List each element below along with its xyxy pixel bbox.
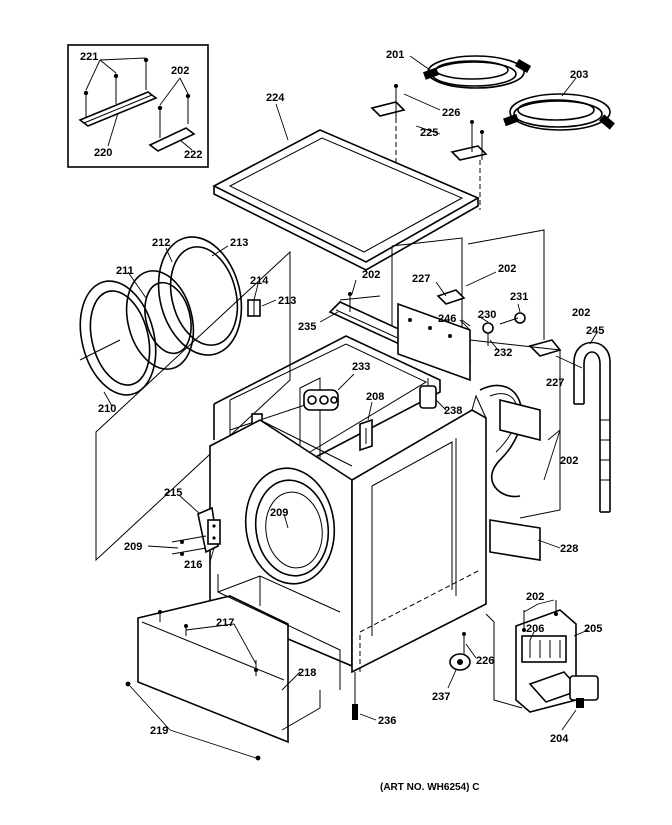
inset-box [67,44,209,168]
label-224: 224 [266,92,285,104]
label-211: 211 [116,265,134,277]
label-232: 232 [494,347,512,359]
kickplate-217 [137,595,289,744]
label-214: 214 [250,275,269,287]
label-206: 206 [526,623,544,635]
label-202-mid: 202 [362,269,380,281]
pump-237 [447,632,477,689]
label-222: 222 [184,149,202,161]
label-217: 217 [216,617,234,629]
label-202-inset: 202 [171,65,189,77]
label-213-right: 213 [278,295,296,307]
label-202-board: 202 [526,591,544,603]
pressure-switch-233 [303,373,355,420]
bracket-222 [148,93,196,152]
label-236: 236 [378,715,396,727]
label-205: 205 [584,623,602,635]
label-237: 237 [432,691,450,703]
door-assembly [79,236,291,562]
art-number-caption: (ART NO. WH6254) C [380,782,479,793]
label-215: 215 [164,487,182,499]
label-201: 201 [386,49,404,61]
inlet-hose-201 [422,55,532,89]
label-210: 210 [98,403,116,415]
rear-upper-assembly [319,229,562,382]
label-235: 235 [298,321,316,333]
label-233: 233 [352,361,370,373]
side-panel [351,394,487,674]
label-230: 230 [478,309,496,321]
label-227-right: 227 [546,377,564,389]
label-221: 221 [80,51,98,63]
hinge-215 [147,495,221,563]
part-238 [419,378,447,411]
label-228: 228 [560,543,578,555]
label-209-door: 209 [270,507,288,519]
label-208: 208 [366,391,384,403]
drain-hose-245 [573,333,611,513]
label-202-side: 202 [560,455,578,467]
label-225: 225 [420,127,438,139]
label-209-hinge: 209 [124,541,142,553]
label-203: 203 [570,69,588,81]
label-245: 245 [586,325,604,337]
label-213-top: 213 [230,237,248,249]
label-219: 219 [150,725,168,737]
base-218 [217,574,341,731]
label-231: 231 [510,291,528,303]
top-panel-224 [212,103,480,271]
label-218: 218 [298,667,316,679]
top-brackets [370,84,488,210]
label-202-right: 202 [498,263,516,275]
foot-236 [352,672,377,721]
label-238: 238 [444,405,462,417]
valve-parts [459,303,526,351]
bracket-220 [78,57,158,127]
label-204: 204 [550,733,569,745]
label-246: 246 [438,313,456,325]
label-220: 220 [94,147,112,159]
label-202-far: 202 [572,307,590,319]
label-226-top: 226 [442,107,460,119]
bracket-208 [359,401,373,452]
inlet-hose-203 [503,93,615,131]
label-226-pump: 226 [476,655,494,667]
label-212: 212 [152,237,170,249]
control-board [485,599,599,731]
rear-panel-228 [469,339,583,561]
screws-219 [125,681,261,761]
label-216: 216 [184,559,202,571]
label-227-top: 227 [412,273,430,285]
